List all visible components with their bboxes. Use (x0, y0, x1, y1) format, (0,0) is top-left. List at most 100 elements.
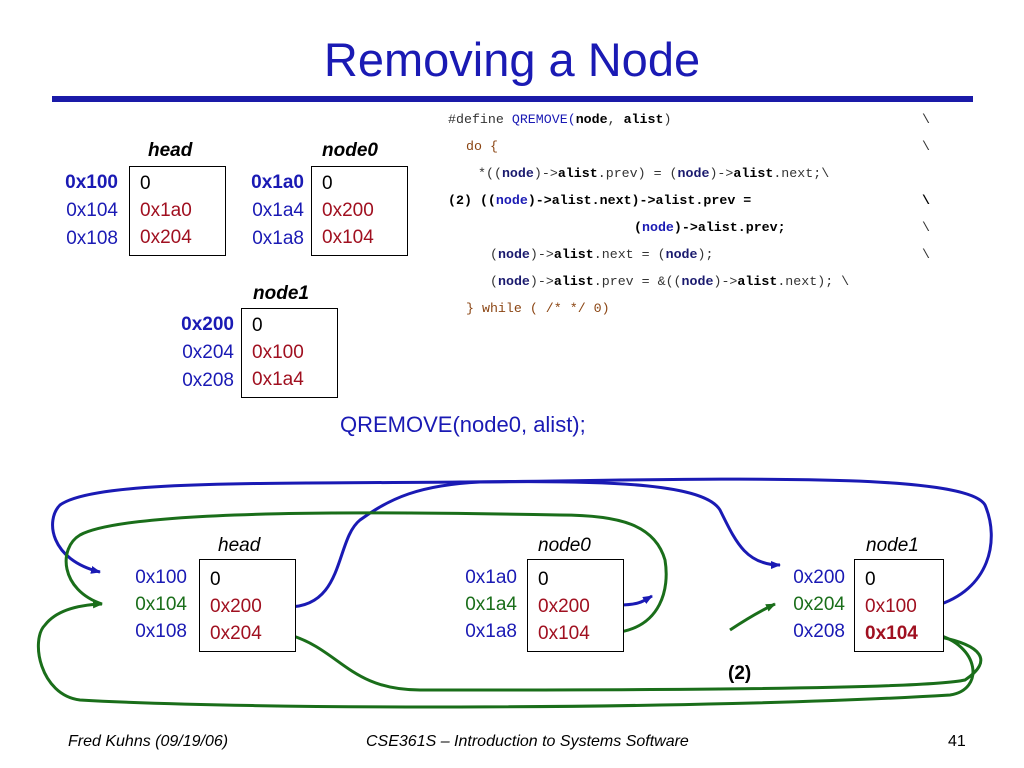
after-node1-box: 0 0x100 0x104 (854, 559, 944, 652)
code-token: node (677, 166, 710, 181)
code-token: ( (490, 247, 498, 262)
code-line-3: *((node)->alist.prev) = (node)->alist.ne… (478, 166, 829, 181)
code-token: #define (448, 112, 512, 127)
address: 0x204 (793, 594, 845, 615)
after-node0-label: node0 (538, 535, 591, 556)
code-token: node (497, 247, 530, 262)
address: 0x1a4 (252, 200, 304, 221)
code-line-8: } while ( /* */ 0) (466, 301, 610, 316)
code-token: alist (553, 247, 594, 262)
address: 0x100 (65, 172, 118, 193)
code-token: alist (733, 166, 774, 181)
after-head-addresses: 0x100 0x104 0x108 (110, 564, 187, 645)
title-divider (52, 96, 973, 102)
code-token: node (497, 274, 530, 289)
code-line-1: #define QREMOVE(node, alist) (448, 112, 671, 127)
value: 0x200 (538, 596, 590, 617)
step-marker: (2) (728, 663, 752, 684)
code-line-7: (node)->alist.prev = &((node)->alist.nex… (490, 274, 849, 289)
code-token: node (495, 193, 528, 208)
footer-course: CSE361S – Introduction to Systems Softwa… (366, 733, 689, 750)
before-head-box: 0 0x1a0 0x204 (129, 166, 226, 256)
arrow-into-node1-prev (729, 602, 776, 632)
arrow-node1-next-to-head (51, 477, 993, 608)
code-line-5: (node)->alist.prev; (634, 220, 786, 235)
code-token: .prev = &(( (593, 274, 682, 289)
before-node1-addresses: 0x200 0x204 0x208 (156, 311, 234, 395)
code-token: QREMOVE( (511, 112, 576, 127)
address: 0x208 (793, 621, 845, 642)
code-line-2-continuation: \ (922, 139, 930, 154)
code-token: .next;\ (773, 166, 830, 181)
address: 0x108 (135, 621, 187, 642)
code-line-5-continuation: \ (922, 220, 930, 235)
value: 0x200 (210, 596, 262, 617)
footer-author: Fred Kuhns (09/19/06) (68, 733, 229, 750)
before-node1-box: 0 0x100 0x1a4 (241, 308, 338, 398)
code-token: )-> (533, 166, 558, 181)
value: 0x104 (322, 227, 374, 248)
address: 0x1a8 (465, 621, 517, 642)
before-head-addresses: 0x100 0x104 0x108 (40, 169, 118, 253)
arrow-node0-next-to-node1 (619, 594, 653, 607)
code-line-6-continuation: \ (922, 247, 930, 262)
code-token: alist (623, 112, 664, 127)
code-token: , (607, 112, 624, 127)
address: 0x204 (182, 342, 234, 363)
arrow-node0-prev-to-head (64, 511, 668, 634)
code-token: alist (553, 274, 594, 289)
code-token: node (681, 274, 714, 289)
address: 0x108 (66, 228, 118, 249)
value: 0x204 (210, 623, 262, 644)
code-token: alist (737, 274, 778, 289)
code-token: node (641, 220, 674, 235)
after-node0-addresses: 0x1a0 0x1a4 0x1a8 (440, 564, 517, 645)
code-token: )-> (709, 166, 734, 181)
code-line-6: (node)->alist.next = (node); (490, 247, 713, 262)
after-node1-addresses: 0x200 0x204 0x208 (768, 564, 845, 645)
value: 0x104 (865, 623, 918, 644)
after-node0-box: 0 0x200 0x104 (527, 559, 624, 652)
code-token: node (575, 112, 608, 127)
address: 0x1a0 (251, 172, 304, 193)
value: 0 (865, 569, 876, 590)
after-head-box: 0 0x200 0x204 (199, 559, 296, 652)
code-token: (( (479, 193, 496, 208)
code-line-4-continuation: \ (922, 193, 930, 208)
before-head-label: head (148, 140, 193, 161)
code-token: )-> (529, 274, 554, 289)
value: 0x100 (252, 342, 304, 363)
code-token: alist (557, 166, 598, 181)
after-node1-label: node1 (866, 535, 919, 556)
address: 0x208 (182, 370, 234, 391)
code-token: )->alist.prev; (673, 220, 786, 235)
code-token: .next); \ (777, 274, 850, 289)
code-token: .prev) = ( (597, 166, 678, 181)
address: 0x1a0 (465, 567, 517, 588)
value: 0x200 (322, 200, 374, 221)
value: 0 (140, 173, 151, 194)
address: 0x104 (135, 594, 187, 615)
code-token: ( (490, 274, 498, 289)
value: 0x100 (865, 596, 917, 617)
value: 0 (210, 569, 221, 590)
before-node0-box: 0 0x200 0x104 (311, 166, 408, 256)
code-token: )-> (713, 274, 738, 289)
value: 0x204 (140, 227, 192, 248)
address: 0x1a4 (465, 594, 517, 615)
value: 0x104 (538, 623, 590, 644)
before-node0-addresses: 0x1a0 0x1a4 0x1a8 (226, 169, 304, 253)
code-token: .next = ( (593, 247, 666, 262)
code-token: *(( (478, 166, 502, 181)
after-head-label: head (218, 535, 261, 556)
code-token: ) (663, 112, 672, 127)
value: 0x1a0 (140, 200, 192, 221)
address: 0x200 (181, 314, 234, 335)
code-token: node (501, 166, 534, 181)
value: 0 (322, 173, 333, 194)
arrow-node1-prev-to-head (36, 600, 975, 709)
address: 0x1a8 (252, 228, 304, 249)
before-node1-label: node1 (253, 283, 309, 304)
code-token: ( (634, 220, 642, 235)
